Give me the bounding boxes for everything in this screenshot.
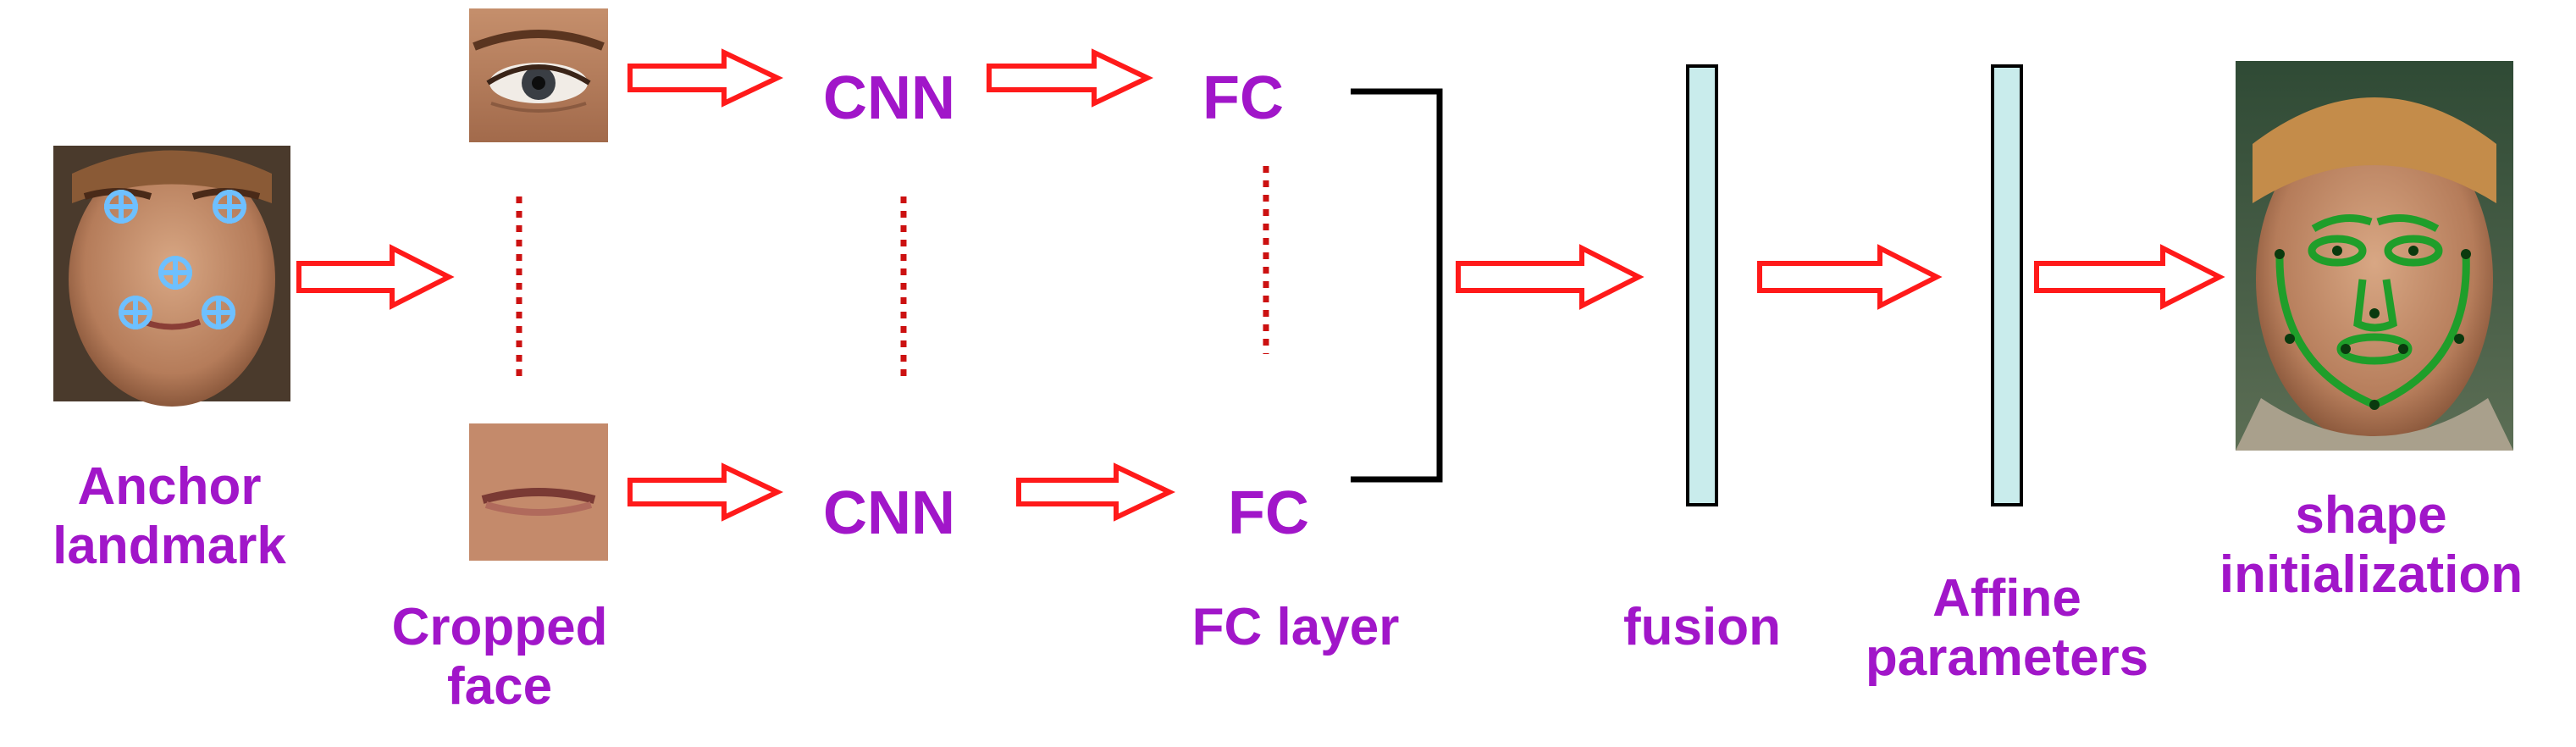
affine-parameters-caption: Affine parameters [1838,569,2176,688]
cnn-top-label: CNN [823,64,955,132]
affine-bar [1991,64,2023,506]
arrow-affine-to-shape [2034,244,2225,310]
anchor-face-image [53,146,290,407]
shape-caption-line1: shape [2295,486,2447,545]
arrow-cnn-to-fc-top [987,48,1153,108]
arrow-anchor-to-crop [296,244,455,310]
arrow-to-fusion [1456,244,1645,310]
shape-initialization-caption: shape initialization [2176,486,2566,605]
anchor-caption-line2: landmark [53,517,286,575]
cropped-face-caption: Cropped face [356,598,644,717]
affine-caption-line1: Affine [1932,569,2081,628]
fusion-bar [1686,64,1718,506]
shape-init-face-image [2236,61,2513,451]
anchor-caption-line1: Anchor [77,457,262,516]
fusion-caption: fusion [1623,598,1781,656]
arrow-cnn-to-fc-bottom [1016,462,1175,522]
cropped-caption-line2: face [446,657,553,716]
fc-merge-bracket [1351,88,1443,483]
marker-nose [158,256,192,290]
anchor-landmark-caption: Anchor landmark [17,457,322,576]
arrow-fusion-to-affine [1757,244,1943,310]
cnn-bottom-label: CNN [823,479,955,547]
shape-caption-line2: initialization [2219,545,2523,604]
marker-left-eye [104,190,138,224]
cropped-eye-patch [469,8,608,142]
fc-top-label: FC [1202,64,1284,132]
marker-right-eye [213,190,246,224]
shape-points [2275,246,2471,410]
fc-layer-caption: FC layer [1191,598,1400,656]
arrow-eye-to-cnn [627,48,783,108]
cropped-caption-line1: Cropped [391,598,608,656]
marker-mouth-left [119,296,152,329]
arrow-mouth-to-cnn [627,462,783,522]
marker-mouth-right [202,296,235,329]
landmark-markers [104,190,246,329]
fc-bottom-label: FC [1228,479,1309,547]
cropped-mouth-patch [469,423,608,561]
affine-caption-line2: parameters [1865,628,2149,687]
